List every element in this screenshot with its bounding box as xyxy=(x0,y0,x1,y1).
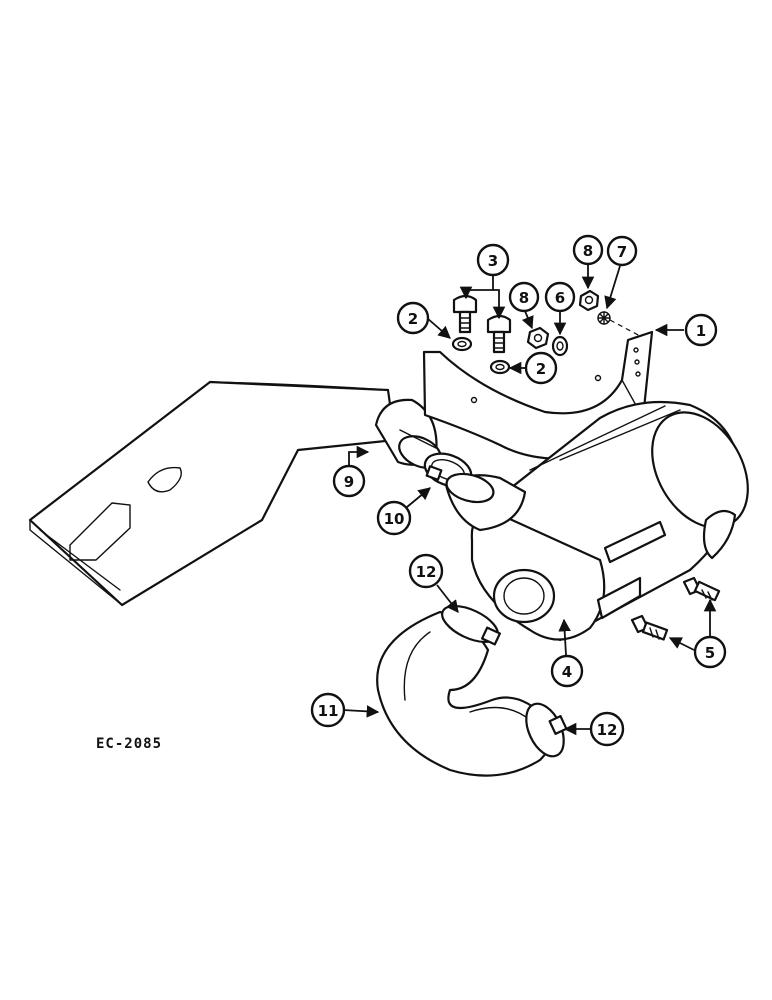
air-cleaner xyxy=(468,400,749,642)
callout-11-label: 11 xyxy=(318,702,339,720)
air-cleaner-inlet xyxy=(444,472,527,532)
lock-washer-7 xyxy=(597,311,611,325)
washer-2-right xyxy=(489,359,511,375)
callout-2-upper: 2 xyxy=(396,301,430,335)
nut-8-left xyxy=(526,326,550,350)
callout-9: 9 xyxy=(332,464,366,498)
washer-2-left xyxy=(451,336,473,352)
callout-2-lower: 2 xyxy=(524,351,558,385)
callout-4: 4 xyxy=(550,654,584,688)
callout-11: 11 xyxy=(310,692,346,728)
callout-6-label: 6 xyxy=(555,289,565,307)
bolt-3-left xyxy=(452,294,478,334)
callout-8-left-label: 8 xyxy=(519,289,529,307)
callout-8-right: 8 xyxy=(572,234,604,266)
nut-8-right xyxy=(578,289,600,312)
callout-1: 1 xyxy=(684,313,718,347)
intake-duct xyxy=(28,380,397,607)
callout-2-upper-label: 2 xyxy=(408,310,418,328)
callout-5-label: 5 xyxy=(705,644,715,662)
callout-3: 3 xyxy=(476,243,510,277)
callout-3-label: 3 xyxy=(488,252,498,270)
callout-4-label: 4 xyxy=(562,663,572,681)
hose-clamp-12-upper xyxy=(441,604,501,646)
assembly-line xyxy=(609,319,641,337)
callout-2-lower-label: 2 xyxy=(536,360,546,378)
callout-10: 10 xyxy=(376,500,412,536)
bolt-5-upper xyxy=(682,576,721,602)
callout-5: 5 xyxy=(693,635,727,669)
callout-10-label: 10 xyxy=(384,510,405,528)
bolt-3-right xyxy=(486,314,512,354)
hose-clamp-12-lower xyxy=(525,702,568,758)
callout-12-lower-label: 12 xyxy=(597,721,618,739)
callout-12-lower: 12 xyxy=(589,711,625,747)
figure-code: EC-2085 xyxy=(96,736,163,752)
callout-9-label: 9 xyxy=(344,473,354,491)
callout-7: 7 xyxy=(606,235,638,267)
callout-6: 6 xyxy=(544,281,576,313)
callout-8-right-label: 8 xyxy=(583,242,593,260)
callout-12-upper: 12 xyxy=(408,553,444,589)
callout-12-upper-label: 12 xyxy=(416,563,437,581)
washer-6 xyxy=(551,335,569,357)
callout-1-label: 1 xyxy=(696,322,706,340)
bolt-5-lower xyxy=(630,614,669,641)
leader-lines xyxy=(342,264,717,736)
callout-7-label: 7 xyxy=(617,243,627,261)
callout-8-left: 8 xyxy=(508,281,540,313)
